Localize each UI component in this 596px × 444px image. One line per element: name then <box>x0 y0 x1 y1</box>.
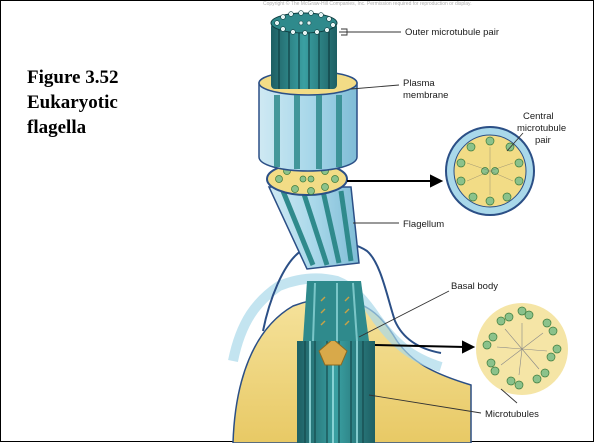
label-outer-microtubule-pair: Outer microtubule pair <box>405 27 499 38</box>
label-microtubule: microtubule <box>517 123 566 134</box>
hump-tubes <box>303 281 369 341</box>
label-basal-body: Basal body <box>451 281 498 292</box>
basal-body <box>297 339 375 443</box>
label-membrane: membrane <box>403 90 448 101</box>
flagellum-shaft <box>269 187 359 269</box>
microtubule-bundle-top <box>271 11 337 89</box>
label-pair: pair <box>535 135 551 146</box>
cross-section-detail-upper <box>446 127 534 215</box>
label-central: Central <box>523 111 554 122</box>
label-flagellum: Flagellum <box>403 219 444 230</box>
cross-section-detail-lower <box>476 303 568 395</box>
label-microtubules: Microtubules <box>485 409 539 420</box>
label-plasma: Plasma <box>403 78 435 89</box>
